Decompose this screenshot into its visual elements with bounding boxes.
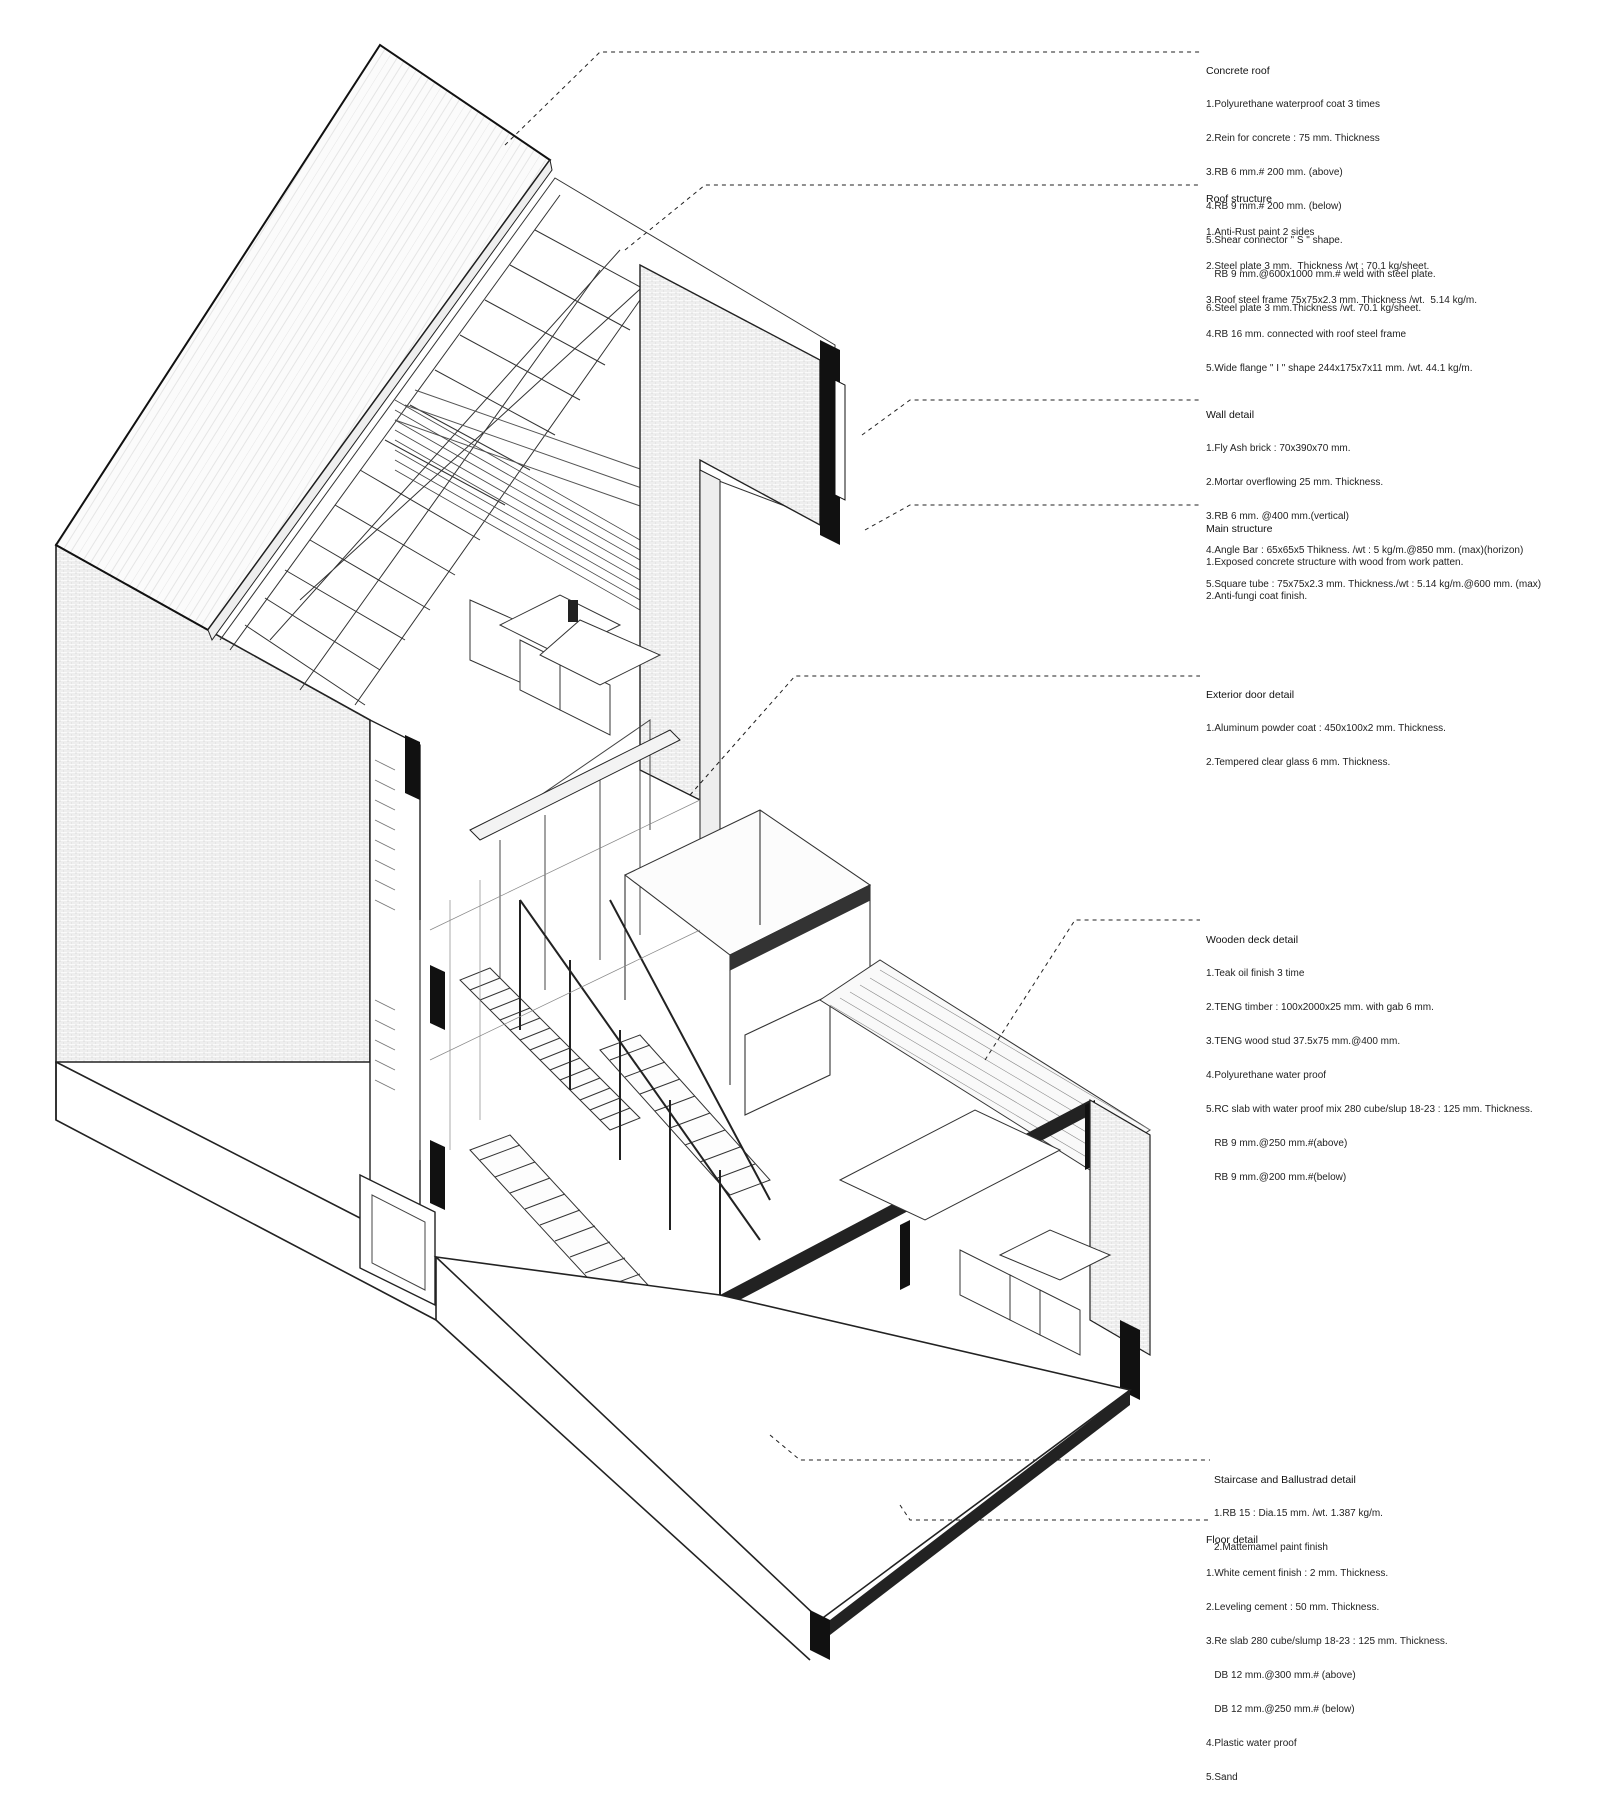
note-line: 5.Sand: [1206, 1771, 1238, 1783]
leader-lines: [504, 51, 1210, 1521]
axonometric-section-drawing: Concrete roof 1.Polyurethane waterproof …: [54, 43, 1542, 1783]
deck-boards: [829, 969, 1151, 1166]
roof-rafters: [394, 399, 641, 611]
note-line: RB 9 mm.@250 mm.#(above): [1206, 1137, 1348, 1149]
note-line: 2.Mortar overflowing 25 mm. Thickness.: [1206, 477, 1384, 489]
concrete-roof-slab: [54, 43, 552, 632]
note-title: Wall detail: [1206, 408, 1255, 421]
note-line: 2.Steel plate 3 mm. Thickness /wt : 70.1…: [1206, 261, 1430, 273]
leader-wall-detail: [861, 399, 1200, 436]
note-line: 1.RB 15 : Dia.15 mm. /wt. 1.387 kg/m.: [1214, 1508, 1383, 1520]
note-title: Concrete roof: [1206, 64, 1270, 77]
leader-concrete-roof: [504, 51, 1200, 146]
note-wooden-deck: Wooden deck detail 1.Teak oil finish 3 t…: [1206, 912, 1533, 1206]
note-line: 5.Wide flange " I " shape 244x175x7x11 m…: [1206, 363, 1473, 375]
note-main-structure: Main structure 1.Exposed concrete struct…: [1206, 501, 1463, 625]
note-title: Wooden deck detail: [1206, 933, 1299, 946]
note-line: 5.Shear connector " S " shape.: [1206, 235, 1343, 247]
note-line: 2.Leveling cement : 50 mm. Thickness.: [1206, 1602, 1380, 1614]
note-title: Floor detail: [1206, 1533, 1258, 1546]
note-line: 1.Polyurethane waterproof coat 3 times: [1206, 99, 1380, 111]
note-line: RB 9 mm.@600x1000 mm.# weld with steel p…: [1206, 268, 1436, 280]
stair-handrail: [519, 899, 771, 1300]
note-line: 1.Aluminum powder coat : 450x100x2 mm. T…: [1206, 723, 1446, 735]
note-line: 3.Roof steel frame 75x75x2.3 mm. Thickne…: [1206, 295, 1478, 307]
note-line: 2.Tempered clear glass 6 mm. Thickness.: [1206, 757, 1391, 769]
leader-roof-structure: [624, 184, 1200, 251]
lower-kitchen: [959, 1229, 1112, 1356]
upper-kitchen: [469, 594, 662, 736]
building-axonometric: [54, 43, 1210, 1661]
inner-deck-opening: [838, 1109, 1062, 1221]
leader-main-structure: [864, 504, 1200, 531]
note-title: Roof structure: [1206, 192, 1272, 205]
note-title: Exterior door detail: [1206, 688, 1295, 701]
note-exterior-door: Exterior door detail 1.Aluminum powder c…: [1206, 667, 1446, 791]
note-line: 5.Square tube : 75x75x2.3 mm. Thickness.…: [1206, 579, 1542, 591]
note-line: 4.Polyurethane water proof: [1206, 1070, 1327, 1082]
note-line: 2.Anti-fungi coat finish.: [1206, 591, 1308, 603]
main-structure-column: [699, 469, 721, 851]
note-line: 4.RB 9 mm.# 200 mm. (below): [1206, 201, 1342, 213]
left-window-grid: [374, 759, 396, 1091]
note-title: Staircase and Ballustrad detail: [1214, 1473, 1356, 1486]
note-line: 4.Plastic water proof: [1206, 1737, 1297, 1749]
note-line: 1.Teak oil finish 3 time: [1206, 968, 1305, 980]
left-column-cut: [369, 718, 421, 1242]
stair-glass-panels: [419, 799, 701, 1160]
note-line: 2.TENG timber : 100x2000x25 mm. with gab…: [1206, 1002, 1434, 1014]
note-line: DB 12 mm.@300 mm.# (above): [1206, 1670, 1356, 1682]
note-line: 2.Rein for concrete : 75 mm. Thickness: [1206, 133, 1380, 145]
leader-staircase: [769, 1434, 1210, 1461]
note-line: 3.RB 6 mm.# 200 mm. (above): [1206, 167, 1343, 179]
leader-exterior-door: [689, 675, 1200, 796]
note-line: 1.Anti-Rust paint 2 sides: [1206, 227, 1315, 239]
right-brick-wall-upper: [639, 263, 821, 802]
ground-window: [359, 1173, 436, 1307]
leader-floor-detail: [899, 1504, 1210, 1521]
leader-wooden-deck: [984, 919, 1200, 1061]
note-line: DB 12 mm.@250 mm.# (below): [1206, 1704, 1355, 1716]
note-line: 1.Fly Ash brick : 70x390x70 mm.: [1206, 443, 1351, 455]
note-line: 4.RB 16 mm. connected with roof steel fr…: [1206, 329, 1407, 341]
note-line: 3.RB 6 mm. @400 mm.(vertical): [1206, 511, 1349, 523]
right-brick-wall-lower: [1089, 1098, 1151, 1357]
upper-deck-box: [623, 809, 872, 1116]
note-line: 1.Exposed concrete structure with wood f…: [1206, 557, 1464, 569]
note-line: 2.Mattemamel paint finish: [1214, 1542, 1328, 1554]
note-line: 3.Re slab 280 cube/slump 18-23 : 125 mm.…: [1206, 1636, 1448, 1648]
note-concrete-roof: Concrete roof 1.Polyurethane waterproof …: [1206, 43, 1436, 337]
note-line: 6.Steel plate 3 mm.Thickness /wt. 70.1 k…: [1206, 302, 1422, 314]
note-title: Main structure: [1206, 522, 1273, 535]
note-wall-detail: Wall detail 1.Fly Ash brick : 70x390x70 …: [1206, 387, 1541, 613]
note-line: 5.RC slab with water proof mix 280 cube/…: [1206, 1104, 1533, 1116]
note-line: 3.TENG wood stud 37.5x75 mm.@400 mm.: [1206, 1036, 1401, 1048]
note-staircase: Staircase and Ballustrad detail 1.RB 15 …: [1214, 1452, 1383, 1576]
note-roof-structure: Roof structure 1.Anti-Rust paint 2 sides…: [1206, 171, 1477, 397]
note-floor-detail: Floor detail 1.White cement finish : 2 m…: [1206, 1512, 1448, 1806]
exterior-glass-doors: [469, 719, 681, 1010]
note-line: 4.Angle Bar : 65x65x5 Thikness. /wt : 5 …: [1206, 545, 1524, 557]
note-line: RB 9 mm.@200 mm.#(below): [1206, 1171, 1347, 1183]
note-line: 1.White cement finish : 2 mm. Thickness.: [1206, 1568, 1389, 1580]
